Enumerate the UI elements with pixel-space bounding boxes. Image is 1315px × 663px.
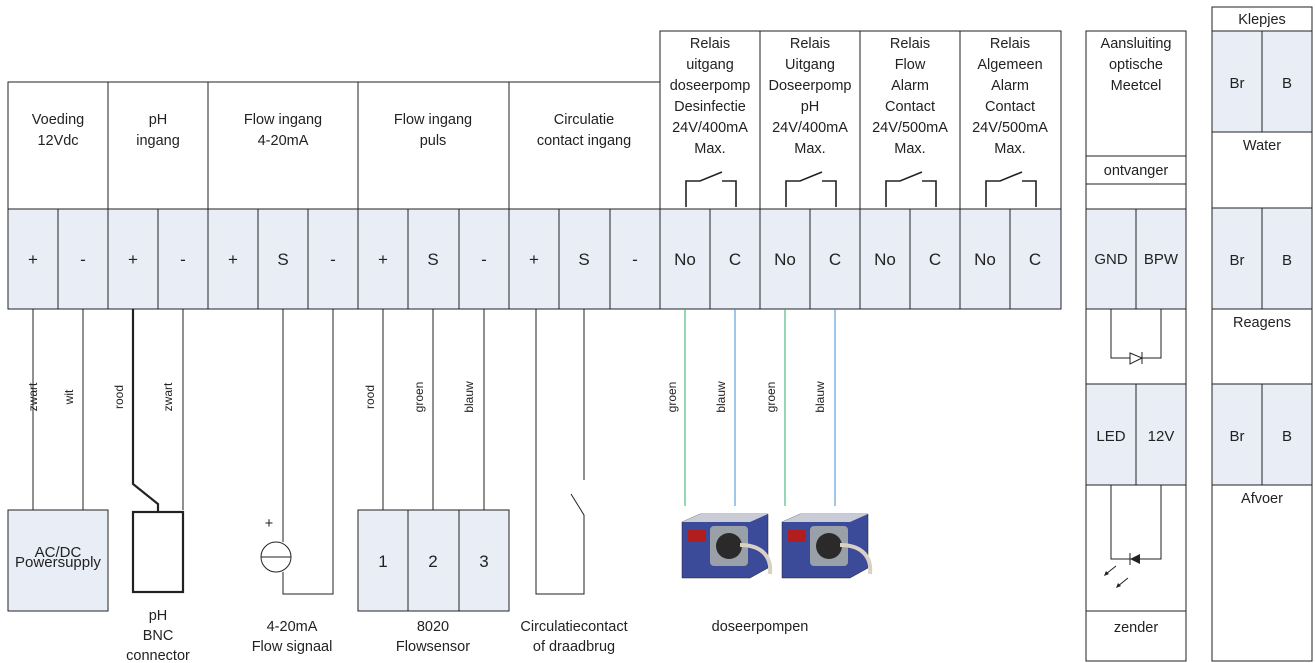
wire-label-2: rood <box>112 385 126 409</box>
terminal-16: C <box>829 250 841 269</box>
terminal-18: C <box>929 250 941 269</box>
flow-signal-plus: + <box>265 516 273 532</box>
terminal-11: S <box>578 250 589 269</box>
pump-icon <box>681 513 773 579</box>
terminal-4: + <box>228 250 238 269</box>
svg-text:1: 1 <box>378 552 387 571</box>
terminal-17: No <box>874 250 896 269</box>
terminal-19: No <box>974 250 996 269</box>
svg-text:Br: Br <box>1230 252 1245 269</box>
svg-text:B: B <box>1282 428 1292 445</box>
relay-switch-symbols <box>685 171 1037 207</box>
terminal-strip: + - + - + S - + S - + S - No C No C No C… <box>7 208 1062 310</box>
terminal-0: + <box>28 250 38 269</box>
svg-text:LED: LED <box>1096 428 1125 445</box>
terminal-13: No <box>674 250 696 269</box>
terminal-14: C <box>729 250 741 269</box>
wire-label-8: blauw <box>714 381 728 413</box>
valves-title: Klepjes <box>1238 12 1286 28</box>
wire-label-1: wit <box>62 389 76 405</box>
svg-text:Powersupply: Powersupply <box>15 554 101 571</box>
terminal-6: - <box>330 250 336 269</box>
terminal-3: - <box>180 250 186 269</box>
terminal-1: - <box>80 250 86 269</box>
terminal-20: C <box>1029 250 1041 269</box>
terminal-7: + <box>378 250 388 269</box>
pump-icon <box>781 513 873 579</box>
wire-label-5: groen <box>412 382 426 413</box>
wire-label-4: rood <box>363 385 377 409</box>
valve-reagens: Reagens <box>1233 315 1291 331</box>
wires <box>32 309 836 595</box>
dosing-pumps: doseerpompen <box>681 513 873 635</box>
svg-text:B: B <box>1282 75 1292 92</box>
powersupply: AC/DC Powersupply <box>7 509 109 612</box>
terminal-10: + <box>529 250 539 269</box>
terminal-5: S <box>277 250 288 269</box>
wire-label-3: zwart <box>161 382 175 411</box>
pumps-label: doseerpompen <box>712 619 809 635</box>
optical-receiver: ontvanger <box>1104 163 1169 179</box>
svg-text:Br: Br <box>1230 75 1245 92</box>
wire-label-0: zwart <box>26 382 40 411</box>
valve-afvoer: Afvoer <box>1241 491 1283 507</box>
wire-label-10: blauw <box>813 381 827 413</box>
valves: Klepjes Br B Water Br B Reagens Br B Afv… <box>1211 6 1313 662</box>
svg-text:Br: Br <box>1230 428 1245 445</box>
wire-label-9: groen <box>764 382 778 413</box>
valve-water: Water <box>1243 138 1281 154</box>
svg-text:GND: GND <box>1094 251 1128 268</box>
terminal-2: + <box>128 250 138 269</box>
header-boxes <box>7 30 1062 210</box>
svg-text:3: 3 <box>479 552 488 571</box>
wire-labels: zwart wit rood zwart rood groen blauw gr… <box>26 381 827 413</box>
svg-text:AC/DC: AC/DC <box>35 544 82 561</box>
svg-text:12V: 12V <box>1148 428 1175 445</box>
wire-label-7: groen <box>665 382 679 413</box>
terminal-9: - <box>481 250 487 269</box>
terminal-8: S <box>427 250 438 269</box>
terminal-12: - <box>632 250 638 269</box>
svg-text:BPW: BPW <box>1144 251 1179 268</box>
optical-sender: zender <box>1114 620 1159 636</box>
svg-text:B: B <box>1282 252 1292 269</box>
terminal-15: No <box>774 250 796 269</box>
wire-label-6: blauw <box>462 381 476 413</box>
svg-text:2: 2 <box>428 552 437 571</box>
